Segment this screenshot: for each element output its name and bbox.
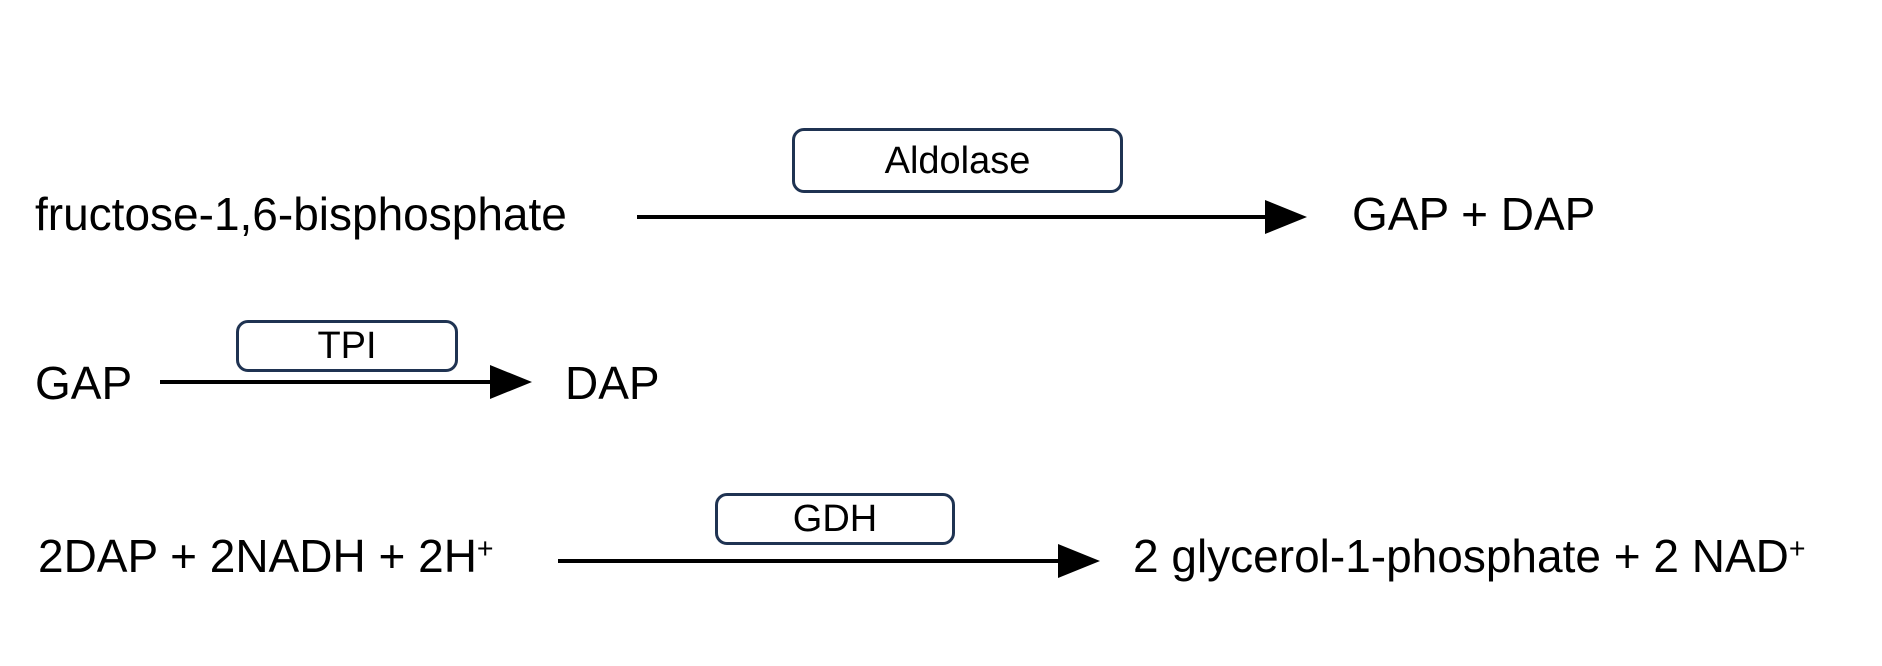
product-text: GAP + DAP <box>1352 188 1596 240</box>
product-text: DAP <box>565 357 660 409</box>
enzyme-box: TPI <box>236 320 458 372</box>
reactant-text: GAP <box>35 357 133 409</box>
reactant-text: fructose-1,6-bisphosphate <box>35 188 567 240</box>
arrow-head-icon <box>490 365 532 399</box>
enzyme-label: Aldolase <box>884 139 1031 182</box>
reaction-arrow-line <box>558 559 1058 563</box>
enzyme-box: Aldolase <box>792 128 1123 193</box>
arrow-head-icon <box>1058 544 1100 578</box>
enzyme-box: GDH <box>715 493 955 545</box>
superscript-plus: + <box>1788 532 1806 565</box>
reactant-text: 2DAP + 2NADH + 2H+ <box>38 530 494 582</box>
reaction-arrow-line <box>637 215 1265 219</box>
superscript-plus: + <box>476 532 494 565</box>
product-text: 2 glycerol-1-phosphate + 2 NAD+ <box>1133 530 1806 582</box>
arrow-head-icon <box>1265 200 1307 234</box>
enzyme-label: GDH <box>792 498 878 540</box>
reaction-arrow-line <box>160 380 490 384</box>
enzyme-label: TPI <box>317 325 377 367</box>
